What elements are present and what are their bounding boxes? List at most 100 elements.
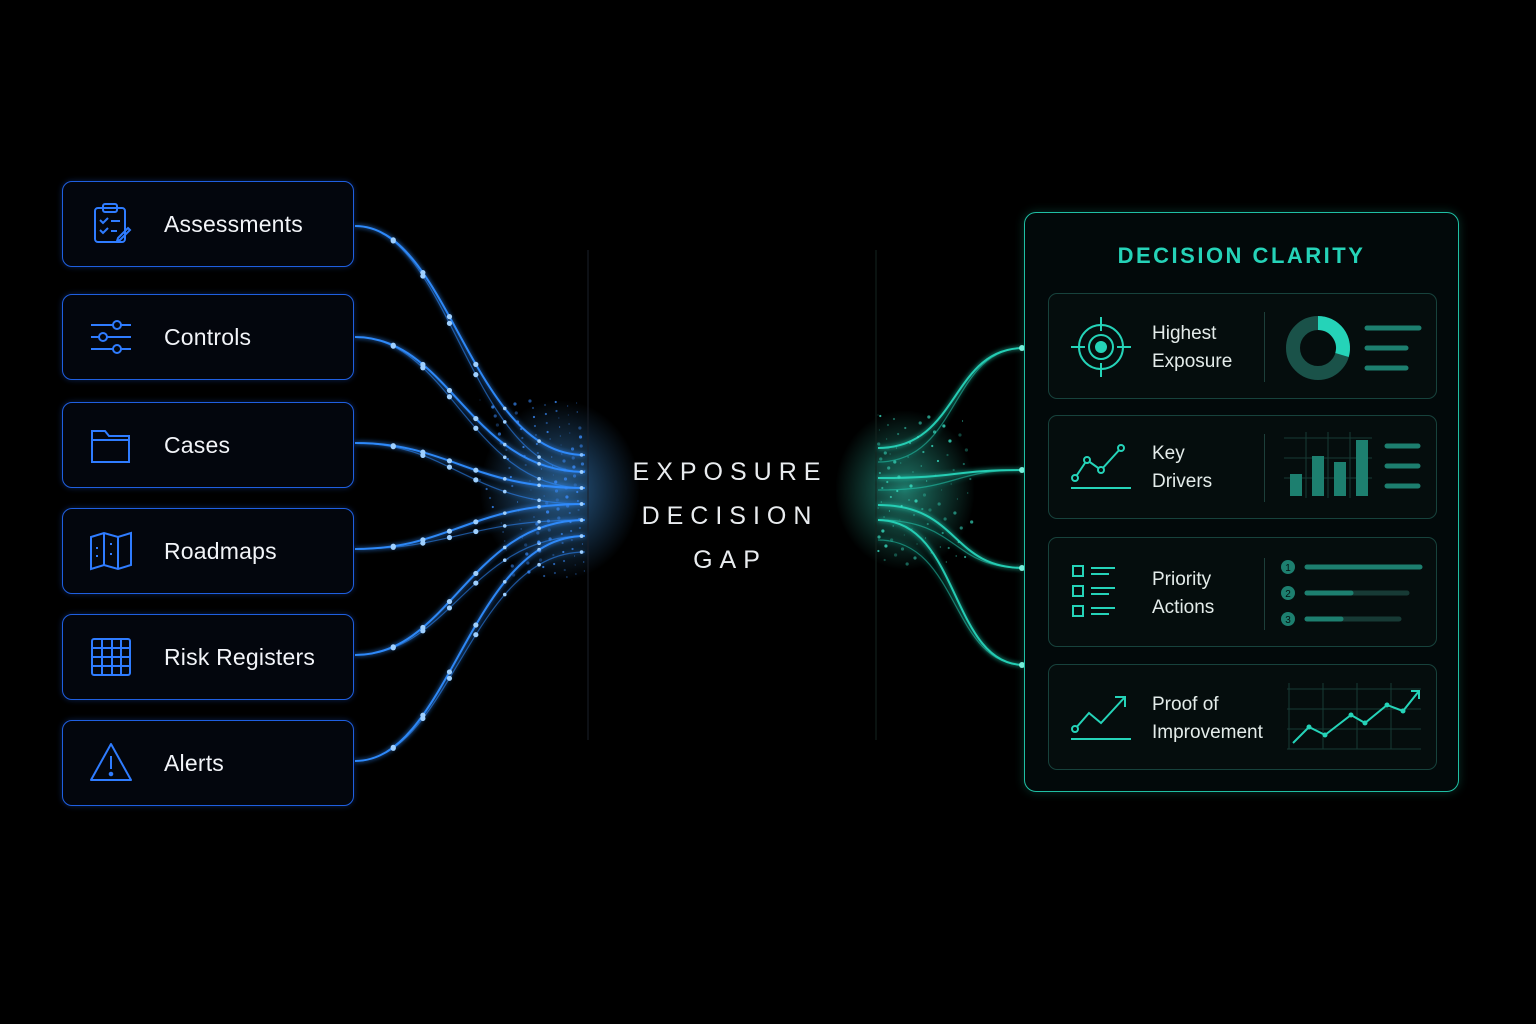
flow-particle <box>533 424 537 428</box>
source-card-alerts[interactable]: Alerts <box>62 720 354 806</box>
flow-particle <box>554 480 558 484</box>
flow-particle <box>537 455 541 459</box>
flow-particle <box>555 498 559 502</box>
flow-particle <box>543 574 546 578</box>
flow-particle <box>504 540 506 542</box>
flow-particle <box>531 498 533 500</box>
card-divider <box>1264 434 1265 502</box>
output-card-highest-exposure[interactable]: Highest Exposure <box>1048 293 1437 399</box>
flow-particle <box>491 505 494 509</box>
flow-particle <box>920 465 922 467</box>
flow-particle <box>563 568 566 572</box>
flow-particle <box>473 467 479 473</box>
flow-particle <box>577 508 580 512</box>
source-card-assessments[interactable]: Assessments <box>62 181 354 267</box>
trend-up-arrow-icon <box>1069 687 1133 751</box>
flow-particle <box>907 456 909 458</box>
flow-particle <box>521 436 524 440</box>
flow-particle <box>880 501 882 503</box>
flow-particle <box>1019 345 1025 351</box>
output-card-priority-actions[interactable]: Priority Actions 1 2 3 <box>1048 537 1437 647</box>
flow-particle <box>895 447 898 449</box>
flow-particle <box>534 433 538 437</box>
rank-number: 1 <box>1285 563 1291 574</box>
source-card-roadmaps[interactable]: Roadmaps <box>62 508 354 594</box>
teal-particles <box>877 345 1025 668</box>
flow-particle <box>924 537 927 539</box>
blue-convergence-glow <box>480 400 640 580</box>
grid-table-icon <box>89 635 133 679</box>
flow-particle <box>947 546 950 550</box>
output-label-line: Priority <box>1152 569 1212 590</box>
source-card-controls[interactable]: Controls <box>62 294 354 380</box>
flow-particle <box>473 361 479 367</box>
flow-particle <box>562 559 566 563</box>
flow-particle <box>563 477 568 481</box>
output-label: Priority Actions <box>1152 566 1214 622</box>
flow-particle <box>897 432 900 436</box>
source-card-cases[interactable]: Cases <box>62 402 354 488</box>
flow-particle <box>572 474 577 478</box>
flow-particle <box>943 517 947 521</box>
source-flow-line <box>354 519 586 550</box>
flow-particle <box>900 547 905 551</box>
flow-particle <box>537 461 541 466</box>
flow-particle <box>532 507 534 509</box>
flow-particle <box>446 320 453 326</box>
flow-particle <box>935 474 937 476</box>
flow-particle <box>561 541 564 545</box>
flow-particle <box>907 498 911 502</box>
source-label: Controls <box>164 323 252 350</box>
output-label: Proof of Improvement <box>1152 691 1263 747</box>
flow-particle <box>576 490 579 494</box>
flow-particle <box>499 441 503 445</box>
flow-particle <box>878 471 881 475</box>
flow-particle <box>537 498 541 503</box>
flow-particle <box>538 558 543 562</box>
flow-particle <box>926 480 928 482</box>
flow-particle <box>537 504 541 509</box>
flow-particle <box>560 444 562 446</box>
flow-particle <box>553 562 556 566</box>
flow-particle <box>529 480 531 482</box>
flow-particle <box>931 444 934 448</box>
source-card-risk-registers[interactable]: Risk Registers <box>62 614 354 700</box>
source-flow-line <box>354 535 586 762</box>
output-card-key-drivers[interactable]: Key Drivers <box>1048 415 1437 519</box>
flow-particle <box>553 571 557 575</box>
flow-particle <box>478 478 482 482</box>
flow-particle <box>904 426 907 430</box>
flow-particle <box>905 562 909 566</box>
card-divider <box>1264 558 1265 630</box>
clipboard-check-icon <box>89 202 133 246</box>
target-icon <box>1069 315 1133 379</box>
flow-particle <box>473 528 479 535</box>
flow-particle <box>911 528 913 530</box>
flow-particle <box>420 628 426 634</box>
flow-particle <box>558 426 561 428</box>
output-flow-line <box>877 539 1025 666</box>
flow-particle <box>502 592 507 597</box>
flow-particle <box>508 466 511 470</box>
flow-particle <box>583 469 586 473</box>
flow-particle <box>576 411 578 413</box>
flow-particle <box>541 477 543 479</box>
flow-particle <box>914 499 918 503</box>
output-flow-line <box>877 504 1025 569</box>
flow-particle <box>579 534 584 538</box>
flow-particle <box>581 543 584 545</box>
flow-particle <box>900 504 903 508</box>
flow-particle <box>568 511 571 515</box>
flow-particle <box>877 549 880 553</box>
flow-particle <box>520 528 522 530</box>
flow-particle <box>922 493 927 497</box>
flow-particle <box>909 484 913 488</box>
flow-particle <box>420 273 426 279</box>
flow-particle <box>582 552 584 554</box>
source-label: Roadmaps <box>164 537 277 564</box>
output-card-proof-of-improvement[interactable]: Proof of Improvement <box>1048 664 1437 770</box>
blue-particles <box>390 237 586 751</box>
flow-particle <box>554 400 557 404</box>
flow-particle <box>567 405 569 407</box>
flow-particle <box>893 460 897 464</box>
